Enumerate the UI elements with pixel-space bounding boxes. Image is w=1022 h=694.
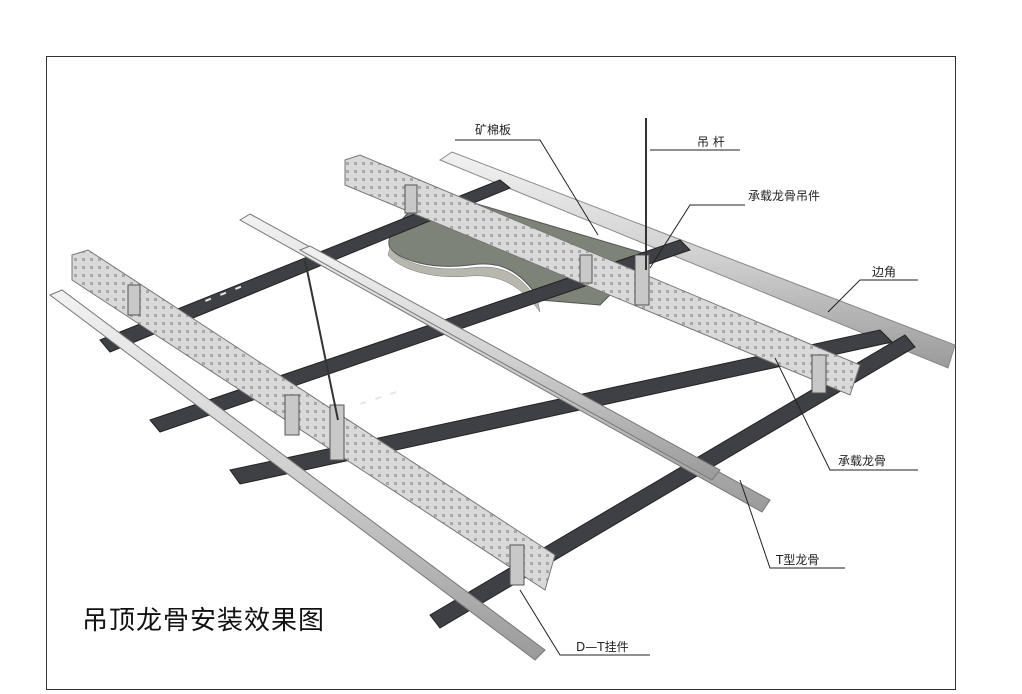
label-edge-angle: 边角 <box>872 265 896 279</box>
leader-lines <box>455 139 918 656</box>
label-t-runner: T型龙骨 <box>775 553 819 567</box>
cross-runners <box>49 213 771 661</box>
edge-angle <box>438 151 956 369</box>
diagram-caption: 吊顶龙骨安装效果图 <box>82 606 326 636</box>
label-main-runner: 承载龙骨 <box>838 454 886 468</box>
label-hanger-rod: 吊 杆 <box>697 135 725 149</box>
label-mineral-board: 矿棉板 <box>475 123 511 137</box>
label-main-runner-hanger: 承载龙骨吊件 <box>748 189 820 203</box>
label-dt-clip: D—T挂件 <box>576 640 629 654</box>
main-runners <box>71 154 861 591</box>
runner-slots <box>205 285 397 405</box>
diagonal-rod <box>304 259 339 421</box>
